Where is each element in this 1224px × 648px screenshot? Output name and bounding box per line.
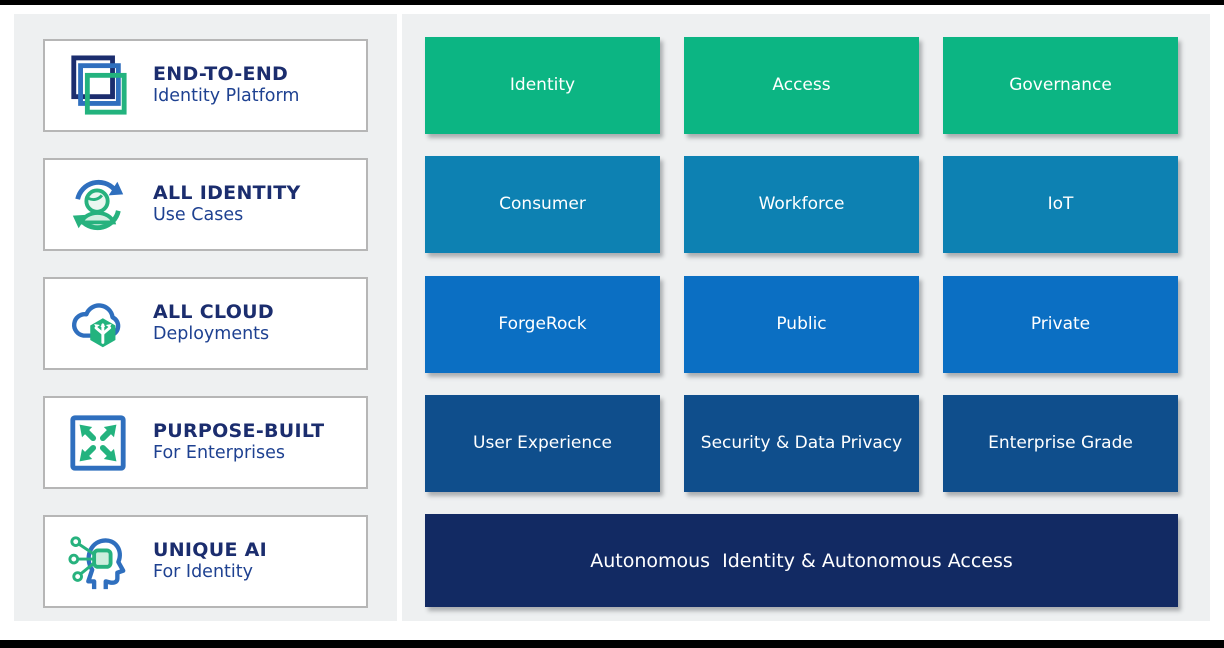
- grid-cell-access: Access: [684, 37, 919, 134]
- card-subtitle: For Identity: [153, 562, 253, 583]
- grid-cell-consumer: Consumer: [425, 156, 660, 253]
- cell-label: Access: [772, 75, 831, 96]
- expand-arrows-icon: [67, 412, 129, 474]
- grid-cell-private: Private: [943, 276, 1178, 373]
- card-title: UNIQUE AI: [153, 538, 268, 561]
- card-subtitle: For Enterprises: [153, 443, 286, 464]
- identity-sync-icon: [67, 174, 129, 236]
- card-text: UNIQUE AI For Identity: [153, 539, 267, 585]
- cell-label: Identity: [509, 75, 576, 96]
- card-text: END-TO-END Identity Platform: [153, 63, 299, 109]
- grid-cell-workforce: Workforce: [684, 156, 919, 253]
- cell-label: IoT: [1047, 194, 1074, 215]
- card-title: ALL CLOUD: [153, 300, 274, 323]
- card-title: ALL IDENTITY: [153, 181, 301, 204]
- card-title: END-TO-END: [153, 62, 289, 85]
- grid-cell-iot: IoT: [943, 156, 1178, 253]
- autonomous-banner: Autonomous Identity & Autonomous Access: [425, 514, 1178, 607]
- top-border: [0, 0, 1224, 5]
- card-subtitle: Deployments: [153, 324, 270, 345]
- card-subtitle: Use Cases: [153, 205, 244, 226]
- banner-label: Autonomous Identity & Autonomous Access: [590, 549, 1013, 572]
- grid-cell-identity: Identity: [425, 37, 660, 134]
- cell-label: Governance: [1009, 75, 1112, 96]
- sidebar-card-end-to-end: END-TO-END Identity Platform: [43, 39, 368, 132]
- grid-row-use-cases: Consumer Workforce IoT: [425, 156, 1178, 253]
- overlapping-squares-icon: [67, 54, 129, 117]
- grid-row-capabilities: Identity Access Governance: [425, 37, 1178, 134]
- cell-label: Private: [1030, 314, 1091, 335]
- grid-panel: Identity Access Governance Consumer Work…: [402, 14, 1210, 621]
- cell-label: Security & Data Privacy: [700, 433, 903, 454]
- bottom-border: [0, 640, 1224, 648]
- sidebar-card-all-cloud: ALL CLOUD Deployments: [43, 277, 368, 370]
- ai-head-icon: [67, 531, 129, 593]
- sidebar-card-all-identity: ALL IDENTITY Use Cases: [43, 158, 368, 251]
- card-title: PURPOSE-BUILT: [153, 419, 325, 442]
- grid-cell-enterprise-grade: Enterprise Grade: [943, 395, 1178, 492]
- grid-cell-security-data-privacy: Security & Data Privacy: [684, 395, 919, 492]
- grid-cell-forgerock: ForgeRock: [425, 276, 660, 373]
- grid-cell-public: Public: [684, 276, 919, 373]
- cell-label: User Experience: [473, 433, 612, 454]
- grid-cell-governance: Governance: [943, 37, 1178, 134]
- sidebar-card-purpose-built: PURPOSE-BUILT For Enterprises: [43, 396, 368, 489]
- cell-label: ForgeRock: [498, 314, 587, 335]
- grid-cell-user-experience: User Experience: [425, 395, 660, 492]
- grid-row-enterprise: User Experience Security & Data Privacy …: [425, 395, 1178, 492]
- cell-label: Consumer: [499, 194, 586, 215]
- card-text: ALL CLOUD Deployments: [153, 301, 274, 347]
- cell-label: Public: [776, 314, 827, 335]
- sidebar-card-unique-ai: UNIQUE AI For Identity: [43, 515, 368, 608]
- card-text: ALL IDENTITY Use Cases: [153, 182, 301, 228]
- cell-label: Enterprise Grade: [988, 433, 1133, 454]
- cloud-deploy-icon: [67, 293, 129, 355]
- grid-row-deployments: ForgeRock Public Private: [425, 276, 1178, 373]
- card-text: PURPOSE-BUILT For Enterprises: [153, 420, 324, 466]
- card-subtitle: Identity Platform: [153, 86, 300, 107]
- sidebar-panel: END-TO-END Identity Platform ALL IDENTIT…: [14, 14, 397, 621]
- cell-label: Workforce: [758, 194, 845, 215]
